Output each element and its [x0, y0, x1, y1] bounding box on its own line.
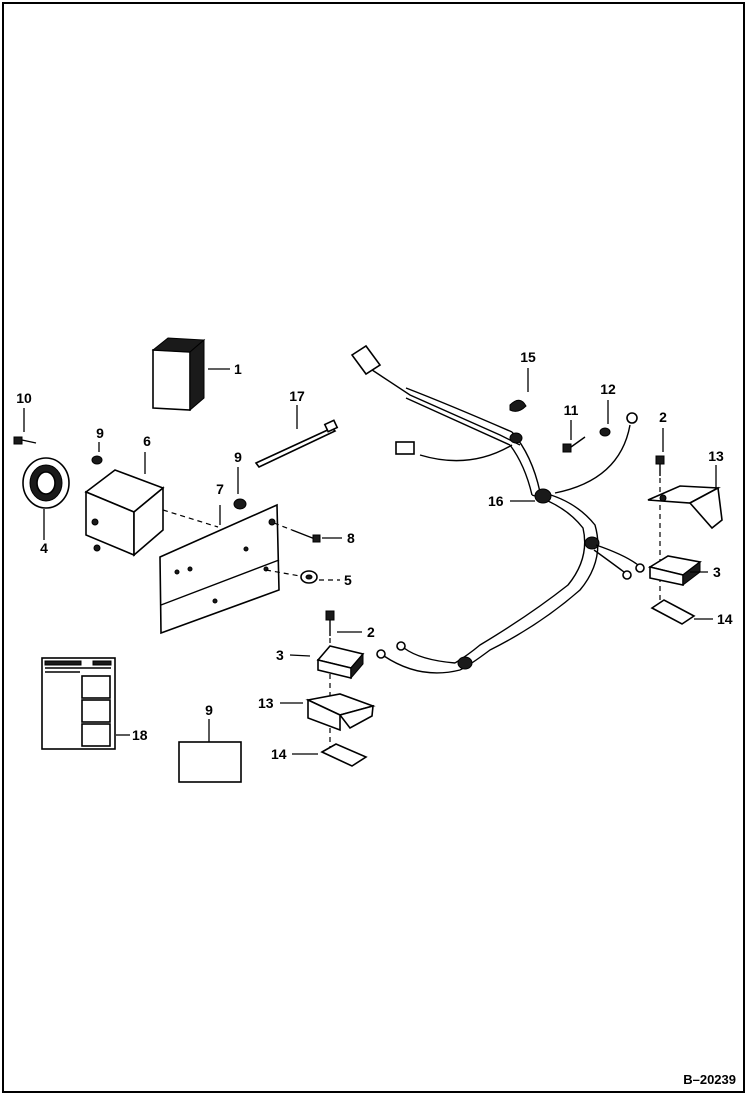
callout-7: 7 [216, 481, 224, 497]
part-19-label [178, 719, 242, 783]
part-14-plate-right [650, 599, 713, 625]
callout-9-label: 9 [205, 702, 213, 718]
callout-3-center: 3 [276, 647, 284, 663]
part-16-wiring-harness [350, 344, 645, 674]
callout-14-center: 14 [271, 746, 287, 762]
part-5-nut [265, 569, 340, 584]
part-15-clip [509, 368, 529, 412]
callout-5: 5 [344, 572, 352, 588]
callout-16: 16 [488, 493, 504, 509]
callout-13-right: 13 [708, 448, 724, 464]
part-11-screw [562, 420, 586, 453]
part-8-bolt [273, 522, 342, 543]
part-2-screw-center [325, 610, 362, 750]
part-18-decal-sheet [41, 657, 130, 750]
figure-id: B–20239 [683, 1072, 736, 1087]
callout-4: 4 [40, 540, 48, 556]
part-6-box [84, 452, 219, 557]
part-9-washer-left [91, 442, 103, 465]
callout-18: 18 [132, 727, 148, 743]
callout-8: 8 [347, 530, 355, 546]
part-10-screw [13, 408, 37, 445]
callout-2-center: 2 [367, 624, 375, 640]
callout-10: 10 [16, 390, 32, 406]
part-1-module [151, 337, 230, 412]
part-13-bracket-center [280, 693, 376, 732]
part-3-switch-center [289, 645, 365, 680]
part-17-cable-tie [254, 405, 339, 469]
part-7-mounting-plate [159, 503, 280, 635]
callout-13-center: 13 [258, 695, 274, 711]
callout-17: 17 [289, 388, 305, 404]
callout-14-right: 14 [717, 611, 733, 627]
callout-1: 1 [234, 361, 242, 377]
callout-2-right: 2 [659, 409, 667, 425]
part-9-washer-right [233, 467, 247, 510]
part-12-washer [599, 400, 611, 437]
part-3-switch-right [647, 555, 708, 587]
callout-11: 11 [564, 402, 579, 418]
callout-12: 12 [600, 381, 616, 397]
part-14-plate-center [292, 743, 368, 767]
callout-15: 15 [520, 349, 536, 365]
part-4-seal-ring [22, 457, 70, 540]
callout-9-right: 9 [234, 449, 242, 465]
callout-3-right: 3 [713, 564, 721, 580]
part-13-bracket-right [647, 465, 723, 530]
callout-6: 6 [143, 433, 151, 449]
callout-9-left: 9 [96, 425, 104, 441]
